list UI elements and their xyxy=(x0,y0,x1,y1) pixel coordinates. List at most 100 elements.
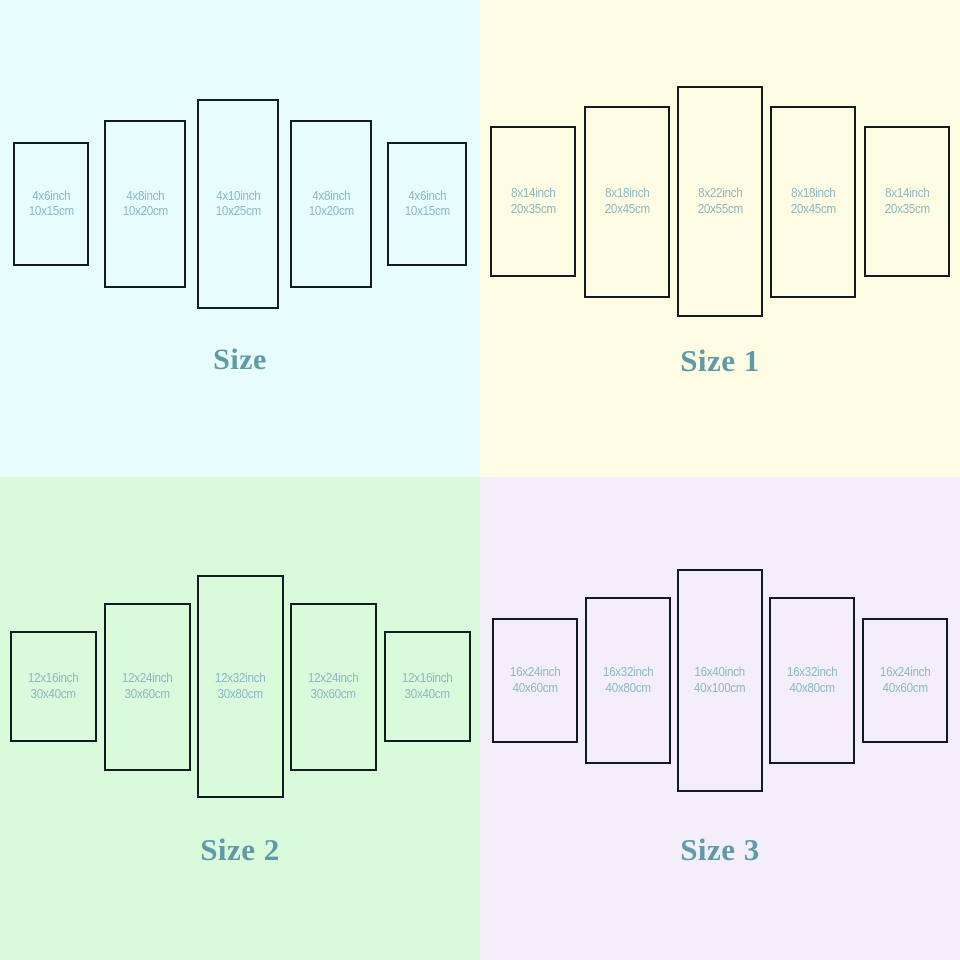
panel-size-cm: 10x25cm xyxy=(215,204,261,218)
panel-label: 12x16inch 30x40cm xyxy=(401,671,453,702)
panel-label: 8x14inch 20x35cm xyxy=(884,186,929,217)
panel-size-cm: 20x45cm xyxy=(604,201,650,216)
panel-gap xyxy=(670,201,677,202)
panel-2[interactable]: 12x24inch 30x60cm xyxy=(103,602,191,771)
panel-2[interactable]: 4x8inch 10x20cm xyxy=(104,120,186,288)
panel-size-cm: 30x60cm xyxy=(124,686,170,701)
panel-size-cm: 20x55cm xyxy=(697,201,743,216)
panel-1[interactable]: 8x14inch 20x35cm xyxy=(490,126,576,277)
panel-size-cm: 40x60cm xyxy=(882,680,928,695)
panel-size-cm: 20x35cm xyxy=(510,201,556,216)
panel-size-inch: 16x40inch xyxy=(694,665,746,680)
panel-size-inch: 4x8inch xyxy=(125,188,165,203)
panel-size-cm: 30x40cm xyxy=(404,686,450,701)
panel-size-cm: 40x60cm xyxy=(512,680,558,695)
panel-group-size-3: 16x24inch 40x60cm 16x32inch 40x80cm 16x4… xyxy=(480,569,960,792)
panel-size-cm: 10x15cm xyxy=(28,204,74,218)
size-option-size-2[interactable]: 12x16inch 30x40cm 12x24inch 30x60cm 12x3… xyxy=(0,477,480,960)
panel-1[interactable]: 12x16inch 30x40cm xyxy=(9,631,97,742)
panel-size-cm: 30x40cm xyxy=(30,686,76,701)
panel-label: 8x18inch 20x45cm xyxy=(604,186,649,217)
panel-3[interactable]: 12x32inch 30x80cm xyxy=(196,575,284,798)
panel-4[interactable]: 8x18inch 20x45cm xyxy=(770,105,856,298)
panel-size-inch: 4x6inch xyxy=(31,188,71,203)
panel-size-cm: 20x35cm xyxy=(884,201,930,216)
panel-label: 16x24inch 40x60cm xyxy=(509,665,561,696)
panel-label: 8x22inch 20x55cm xyxy=(697,186,742,217)
size-option-size-3[interactable]: 16x24inch 40x60cm 16x32inch 40x80cm 16x4… xyxy=(480,477,960,960)
panel-size-cm: 40x80cm xyxy=(605,680,651,695)
panel-label: 12x32inch 30x80cm xyxy=(214,671,266,702)
panel-2[interactable]: 16x32inch 40x80cm xyxy=(585,597,671,764)
panel-group-size-1: 8x14inch 20x35cm 8x18inch 20x45cm 8x22in… xyxy=(480,86,960,317)
size-option-title: Size 3 xyxy=(680,832,760,867)
panel-size-inch: 12x16inch xyxy=(401,671,453,686)
panel-size-cm: 10x15cm xyxy=(404,204,450,218)
panel-size-cm: 10x20cm xyxy=(308,204,354,218)
panel-size-inch: 8x22inch xyxy=(697,186,743,201)
panel-size-inch: 16x24inch xyxy=(879,665,931,680)
panel-1[interactable]: 16x24inch 40x60cm xyxy=(492,618,578,743)
panel-5[interactable]: 16x24inch 40x60cm xyxy=(862,618,948,743)
panel-size-inch: 16x24inch xyxy=(509,665,561,680)
panel-size-cm: 40x100cm xyxy=(694,680,746,695)
panel-size-cm: 30x60cm xyxy=(310,686,356,701)
panel-label: 4x6inch 10x15cm xyxy=(404,189,449,220)
panel-2[interactable]: 8x18inch 20x45cm xyxy=(584,105,670,298)
panel-4[interactable]: 4x8inch 10x20cm xyxy=(290,120,372,288)
size-option-size[interactable]: 4x6inch 10x15cm 4x8inch 10x20cm 4x10inch… xyxy=(0,0,480,477)
size-option-size-1[interactable]: 8x14inch 20x35cm 8x18inch 20x45cm 8x22in… xyxy=(480,0,960,477)
panel-3[interactable]: 4x10inch 10x25cm xyxy=(197,99,279,309)
panel-size-cm: 10x20cm xyxy=(122,204,168,218)
panel-size-inch: 4x6inch xyxy=(407,188,447,203)
panel-size-inch: 8x14inch xyxy=(510,186,556,201)
panel-label: 12x24inch 30x60cm xyxy=(121,671,173,702)
panel-size-inch: 12x24inch xyxy=(307,671,359,686)
panel-gap xyxy=(186,204,197,205)
panel-label: 4x6inch 10x15cm xyxy=(28,189,73,220)
panel-5[interactable]: 12x16inch 30x40cm xyxy=(383,631,471,742)
panel-size-inch: 12x24inch xyxy=(121,671,173,686)
panel-size-inch: 16x32inch xyxy=(602,665,654,680)
panel-size-inch: 12x32inch xyxy=(214,671,266,686)
panel-gap xyxy=(372,204,387,205)
panel-label: 16x24inch 40x60cm xyxy=(879,665,931,696)
panel-size-inch: 12x16inch xyxy=(27,671,79,686)
panel-label: 8x14inch 20x35cm xyxy=(510,186,555,217)
panel-gap xyxy=(763,201,770,202)
panel-label: 4x8inch 10x20cm xyxy=(308,189,353,220)
panel-size-inch: 4x8inch xyxy=(311,188,351,203)
panel-gap xyxy=(856,201,864,202)
panel-3[interactable]: 16x40inch 40x100cm xyxy=(677,569,763,792)
panel-label: 8x18inch 20x45cm xyxy=(790,186,835,217)
panel-size-cm: 20x45cm xyxy=(790,201,836,216)
size-option-title: Size xyxy=(213,343,267,376)
panel-5[interactable]: 8x14inch 20x35cm xyxy=(864,126,950,277)
panel-size-cm: 40x80cm xyxy=(789,680,835,695)
panel-size-inch: 8x18inch xyxy=(604,186,650,201)
panel-label: 16x40inch 40x100cm xyxy=(694,665,746,696)
panel-label: 12x24inch 30x60cm xyxy=(307,671,359,702)
panel-size-inch: 8x14inch xyxy=(884,186,930,201)
size-option-title: Size 2 xyxy=(200,832,280,867)
panel-label: 4x10inch 10x25cm xyxy=(215,189,260,220)
panel-4[interactable]: 12x24inch 30x60cm xyxy=(289,602,377,771)
panel-label: 16x32inch 40x80cm xyxy=(786,665,838,696)
panel-gap xyxy=(576,201,584,202)
panel-5[interactable]: 4x6inch 10x15cm xyxy=(387,142,467,266)
panel-gap xyxy=(855,680,862,681)
panel-3[interactable]: 8x22inch 20x55cm xyxy=(677,86,763,317)
panel-gap xyxy=(279,204,290,205)
size-option-title: Size 1 xyxy=(680,343,760,378)
panel-size-inch: 8x18inch xyxy=(790,186,836,201)
panel-label: 12x16inch 30x40cm xyxy=(27,671,79,702)
panel-label: 16x32inch 40x80cm xyxy=(602,665,654,696)
panel-label: 4x8inch 10x20cm xyxy=(122,189,167,220)
panel-4[interactable]: 16x32inch 40x80cm xyxy=(769,597,855,764)
panel-1[interactable]: 4x6inch 10x15cm xyxy=(13,142,89,266)
panel-group-size: 4x6inch 10x15cm 4x8inch 10x20cm 4x10inch… xyxy=(0,99,480,309)
panel-size-inch: 16x32inch xyxy=(786,665,838,680)
panel-size-cm: 30x80cm xyxy=(217,686,263,701)
panel-gap xyxy=(578,680,585,681)
